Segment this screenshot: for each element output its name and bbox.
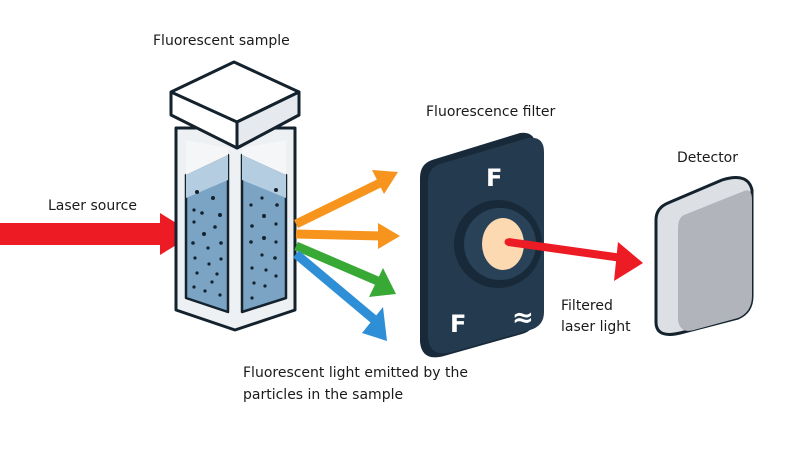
orange-arrow-right bbox=[295, 223, 400, 249]
label-filtered-line1: Filtered bbox=[561, 298, 613, 314]
filter-window bbox=[482, 218, 524, 270]
cuvette-cap bbox=[169, 60, 301, 150]
emitted-light-arrows bbox=[293, 170, 400, 341]
filter-glyph-bottom-left: F bbox=[450, 310, 466, 338]
green-arrow bbox=[294, 241, 396, 297]
fluorescence-filter: F F ≈ bbox=[420, 132, 544, 358]
label-emitted-line1: Fluorescent light emitted by the bbox=[243, 365, 469, 381]
filtered-laser-arrow bbox=[504, 238, 643, 281]
label-filtered-line2: laser light bbox=[561, 319, 631, 335]
filter-glyph-top: F bbox=[486, 164, 502, 192]
particles bbox=[191, 188, 279, 300]
label-fluorescent-sample: Fluorescent sample bbox=[153, 33, 290, 49]
label-emitted-line2: particles in the sample bbox=[243, 387, 404, 403]
label-laser-source: Laser source bbox=[48, 198, 137, 214]
label-detector: Detector bbox=[677, 150, 739, 166]
detector bbox=[654, 176, 754, 336]
cuvette bbox=[169, 60, 301, 332]
orange-arrow-up bbox=[294, 170, 398, 229]
wave-icon: ≈ bbox=[512, 303, 534, 333]
label-fluorescence-filter: Fluorescence filter bbox=[426, 104, 556, 120]
laser-input-arrow bbox=[0, 213, 194, 255]
blue-arrow bbox=[293, 250, 387, 341]
